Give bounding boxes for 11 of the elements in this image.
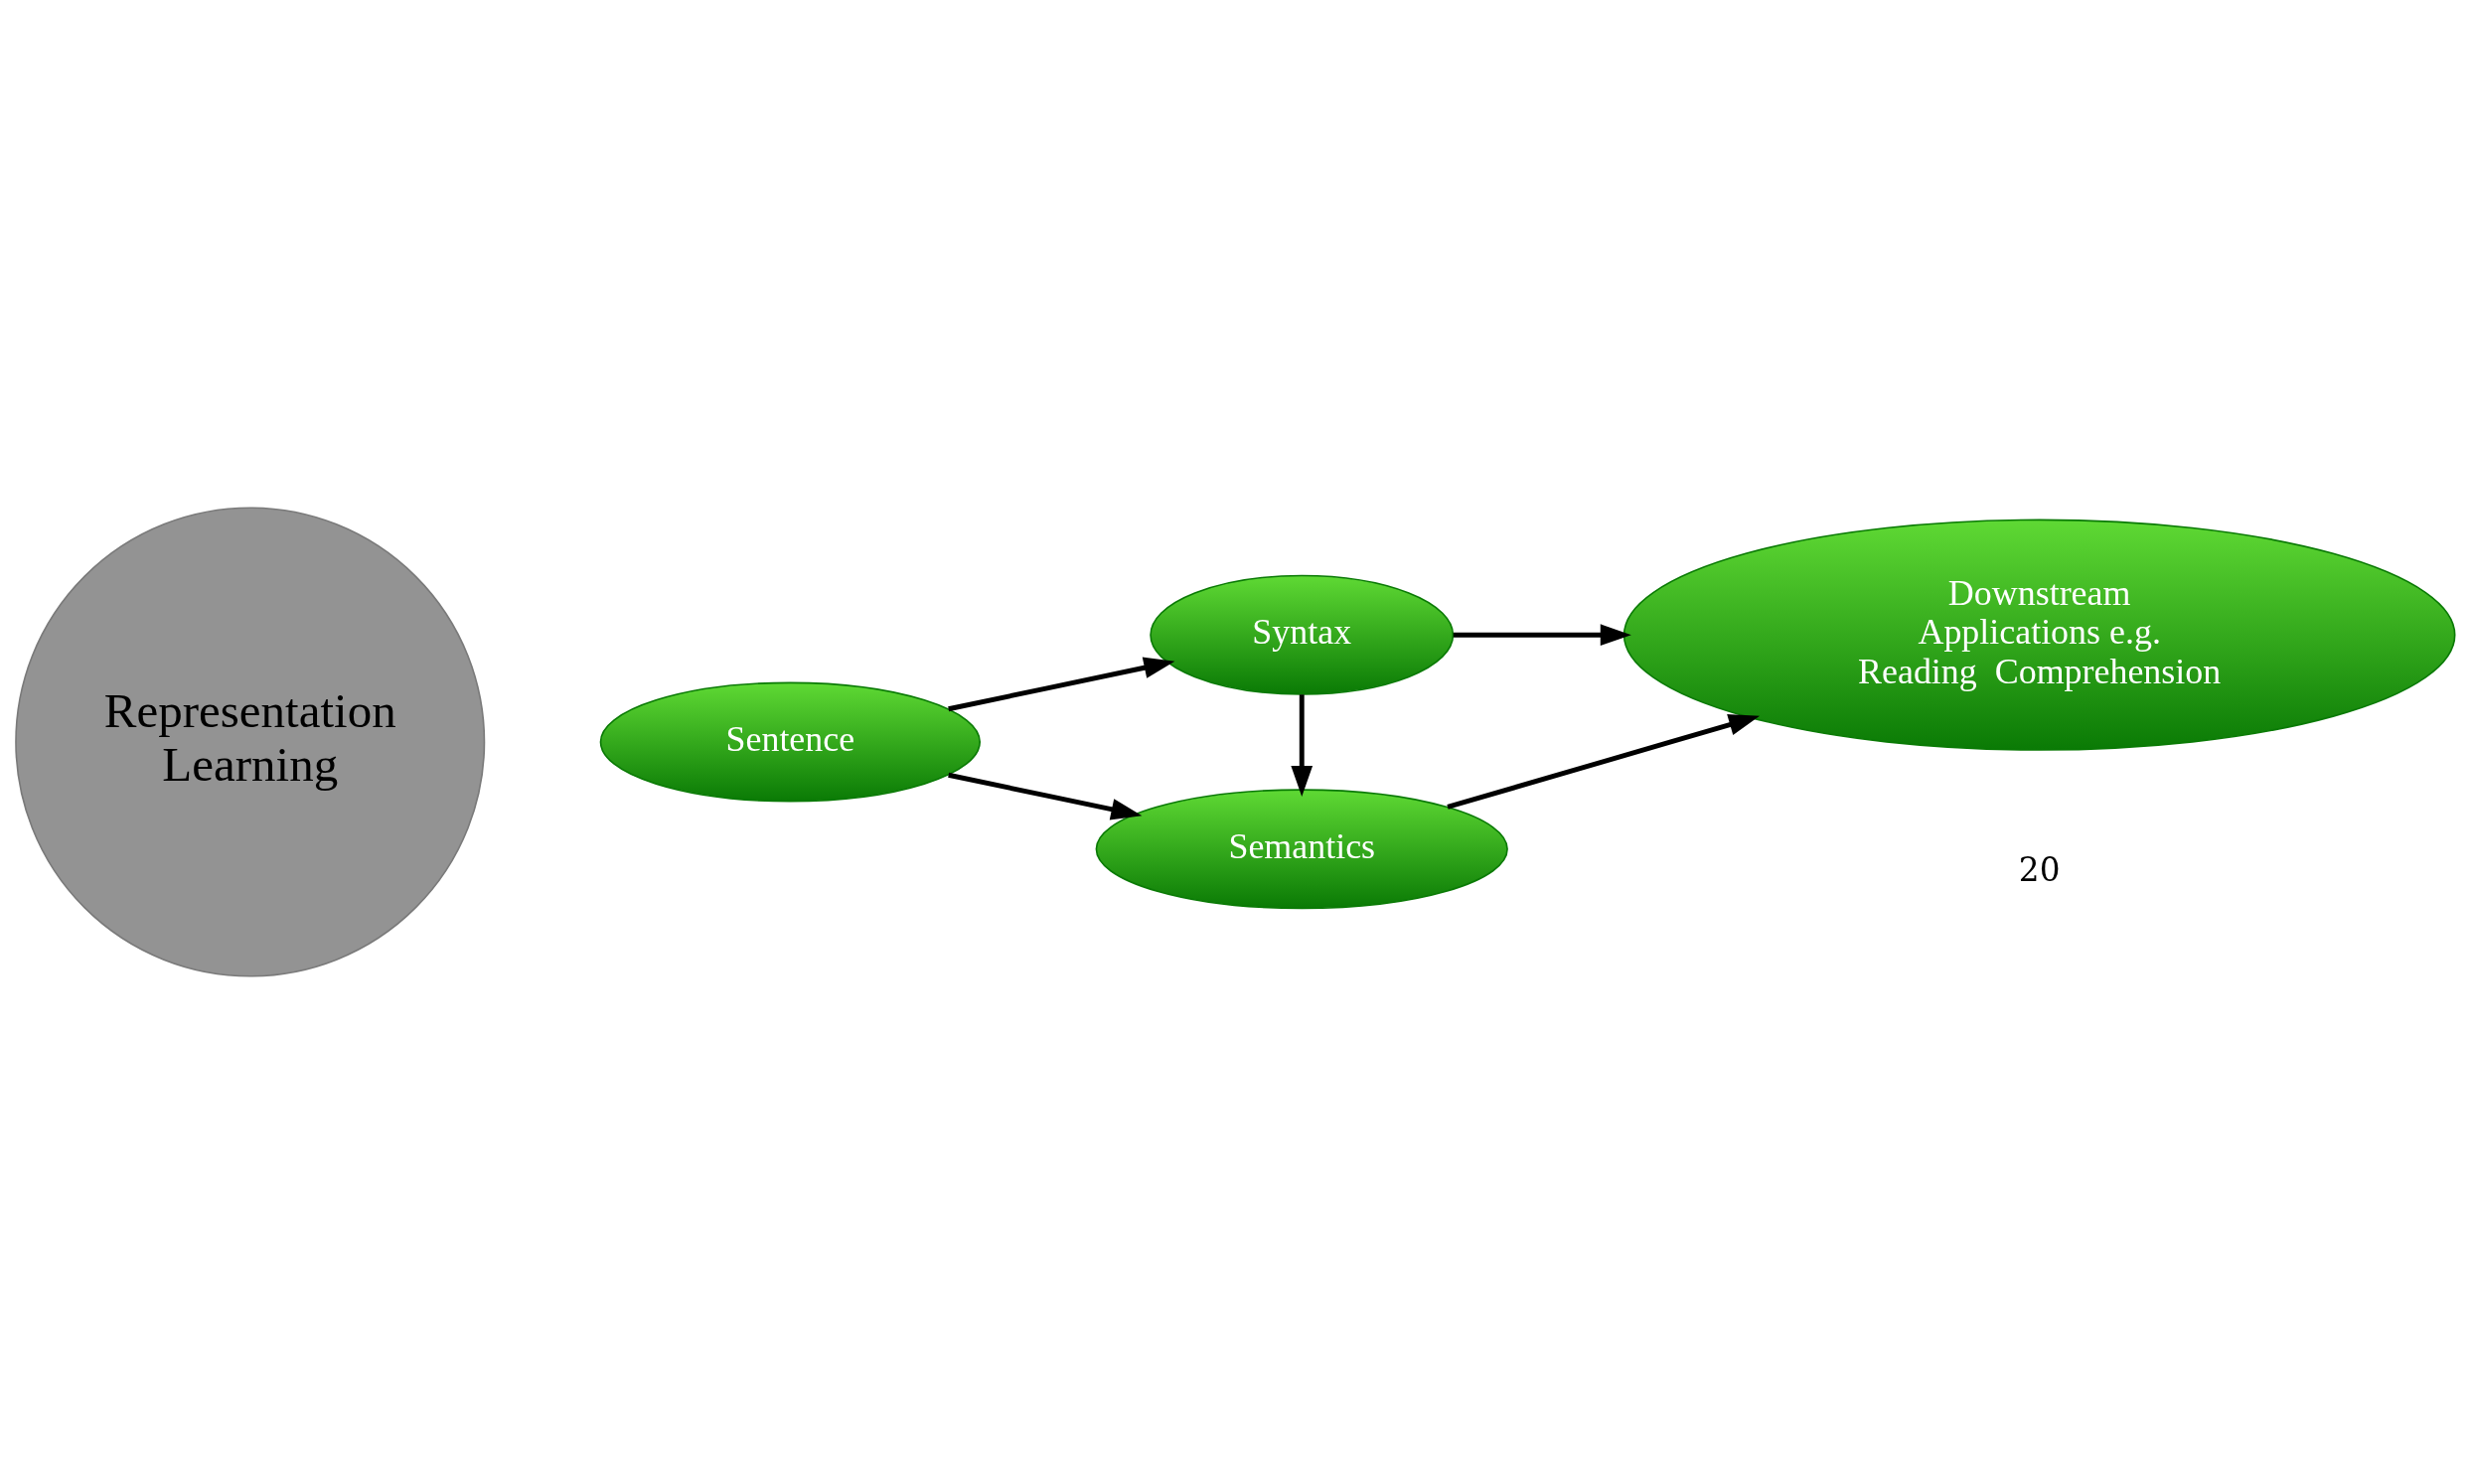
node-ellipse: Syntax (1150, 574, 1455, 695)
label: 20 (2018, 851, 2061, 890)
node-ellipse: Sentence (599, 681, 981, 803)
node-circle: Representation Learning (15, 507, 486, 977)
arrow (1447, 714, 1761, 810)
node-ellipse: Downstream Applications e.g. Reading Comprehension (1622, 519, 2456, 751)
arrow (1291, 694, 1313, 797)
arrow (948, 772, 1143, 820)
node-ellipse: Semantics (1095, 789, 1508, 910)
arrow (948, 657, 1175, 712)
arrow (1453, 624, 1631, 647)
